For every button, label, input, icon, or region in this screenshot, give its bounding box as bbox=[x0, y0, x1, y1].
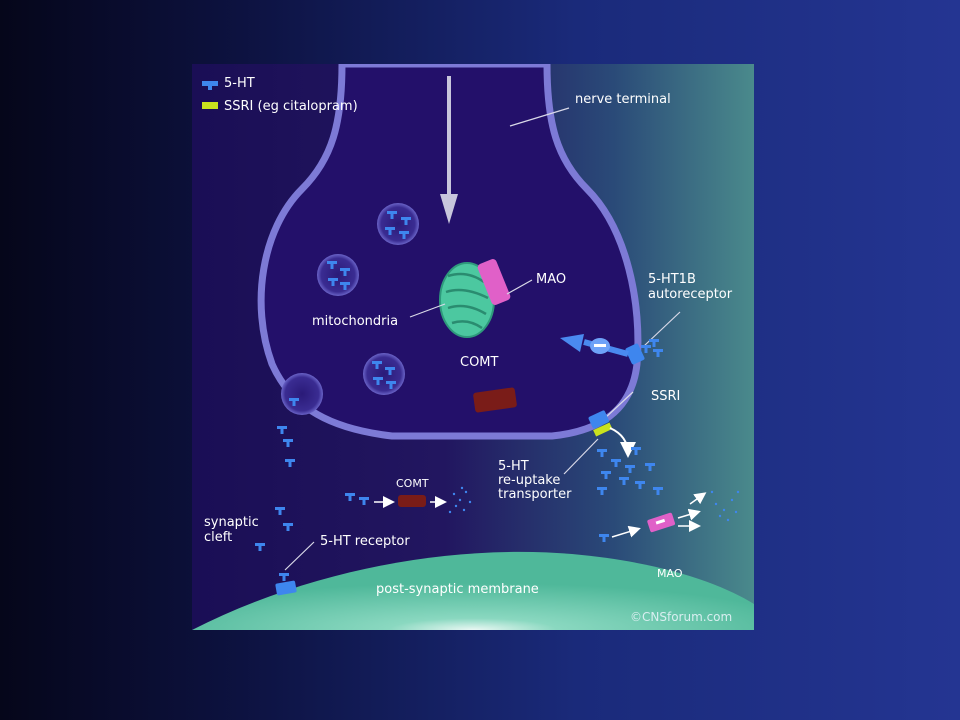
downward-arrow bbox=[440, 76, 458, 224]
nerve-terminal-membrane bbox=[257, 64, 642, 440]
comt-enzyme bbox=[473, 387, 517, 413]
vesicle-1 bbox=[377, 203, 419, 245]
legend-swatch-5ht bbox=[202, 81, 218, 86]
receptor-label: 5-HT receptor bbox=[320, 534, 410, 549]
nerve-terminal-label: nerve terminal bbox=[575, 92, 671, 107]
releasing-vesicle bbox=[281, 373, 323, 415]
vesicle-3 bbox=[363, 353, 405, 395]
copyright-text: ©CNSforum.com bbox=[630, 610, 733, 624]
reuptake-transporter-shape bbox=[588, 410, 613, 437]
mao-small-label: MAO bbox=[657, 567, 683, 580]
vesicle-2 bbox=[317, 254, 359, 296]
leader-lines bbox=[284, 107, 681, 571]
serotonin-synapse-diagram: 5-HT SSRI (eg citalopram) nerve terminal… bbox=[192, 64, 754, 630]
inhibition-arrow bbox=[560, 334, 629, 357]
synaptic-cleft-label: synaptic cleft bbox=[204, 515, 259, 545]
receptor-shape bbox=[275, 573, 297, 596]
legend-label-ssri: SSRI (eg citalopram) bbox=[224, 99, 358, 114]
legend-swatch-ssri bbox=[202, 102, 218, 109]
autoreceptor-shape bbox=[625, 339, 663, 365]
mao-pathway bbox=[599, 490, 740, 542]
mao-label: MAO bbox=[536, 272, 567, 287]
postsynaptic-membrane bbox=[192, 551, 754, 630]
transporter-label: 5-HT re-uptake transporter bbox=[498, 459, 572, 502]
reuptake-arrow bbox=[609, 427, 636, 458]
comt-pathway bbox=[345, 486, 472, 514]
ssri-label: SSRI bbox=[651, 389, 681, 404]
diagram-canvas bbox=[192, 64, 754, 630]
mao-enzyme bbox=[477, 259, 511, 305]
postsynaptic-label: post-synaptic membrane bbox=[376, 582, 539, 597]
comt-small-label: COMT bbox=[396, 477, 429, 490]
mitochondria-label: mitochondria bbox=[312, 314, 399, 329]
comt-label: COMT bbox=[460, 355, 499, 370]
legend-label-5ht: 5-HT bbox=[224, 76, 255, 91]
legend-swatch-5ht-stem bbox=[208, 85, 212, 90]
autoreceptor-label: 5-HT1B autoreceptor bbox=[648, 272, 733, 302]
